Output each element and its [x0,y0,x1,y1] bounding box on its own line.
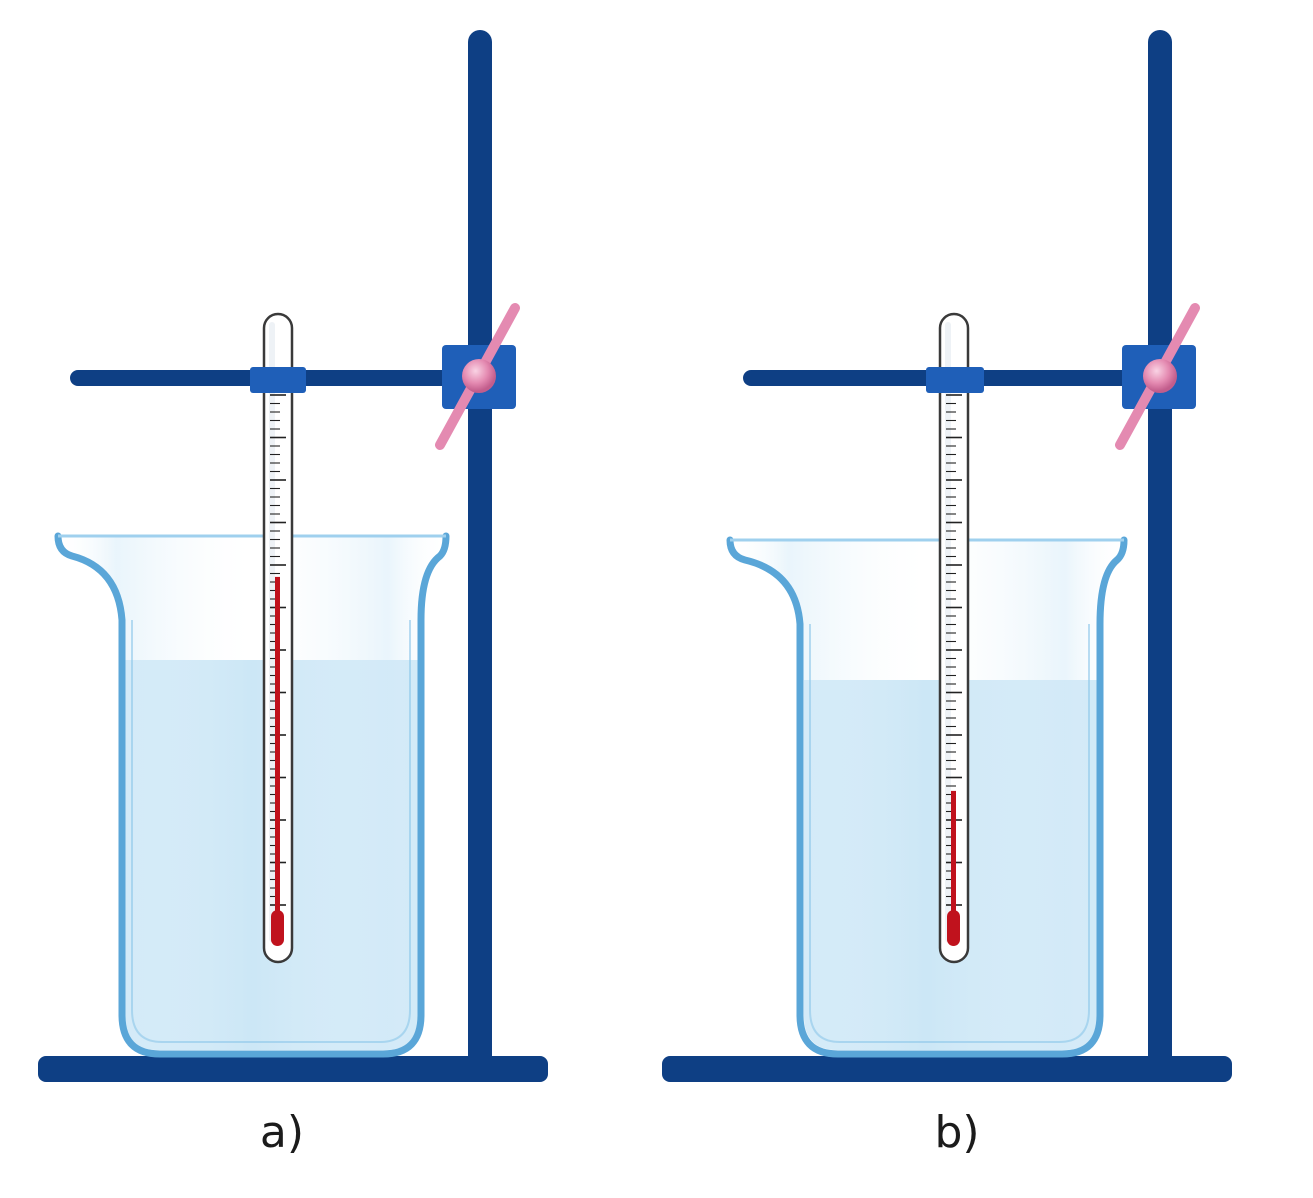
clamp-knob-icon-a [462,359,496,393]
beaker-glass-b [726,536,1128,1058]
thermometer-highlight-b [945,322,951,942]
beaker-inner-wall-a [131,620,411,1043]
beaker-inner-wall-b [809,624,1090,1043]
panel-a [38,30,548,1082]
stand-rod-b [1148,30,1172,1070]
panel-label-a: a) [259,1107,305,1158]
thermometer-clamp-b [926,367,984,393]
beaker-b [726,536,1128,1058]
mercury-column-a [275,576,280,930]
clamp-knob-icon-b [1143,359,1177,393]
thermometer-clamp-a [250,367,306,393]
panel-b [662,30,1232,1082]
thermometer-a [262,312,294,964]
beaker-glass-a [54,532,450,1058]
thermometer-highlight-a [269,322,275,942]
stand-base-a [38,1056,548,1082]
mercury-column-b [951,790,956,930]
stand-rod-a [468,30,492,1070]
beaker-a [54,532,450,1058]
mercury-bulb-b [947,910,960,946]
mercury-bulb-a [271,910,284,946]
thermometer-b [938,312,970,964]
stand-base-b [662,1056,1232,1082]
panel-label-b: b) [934,1107,980,1158]
